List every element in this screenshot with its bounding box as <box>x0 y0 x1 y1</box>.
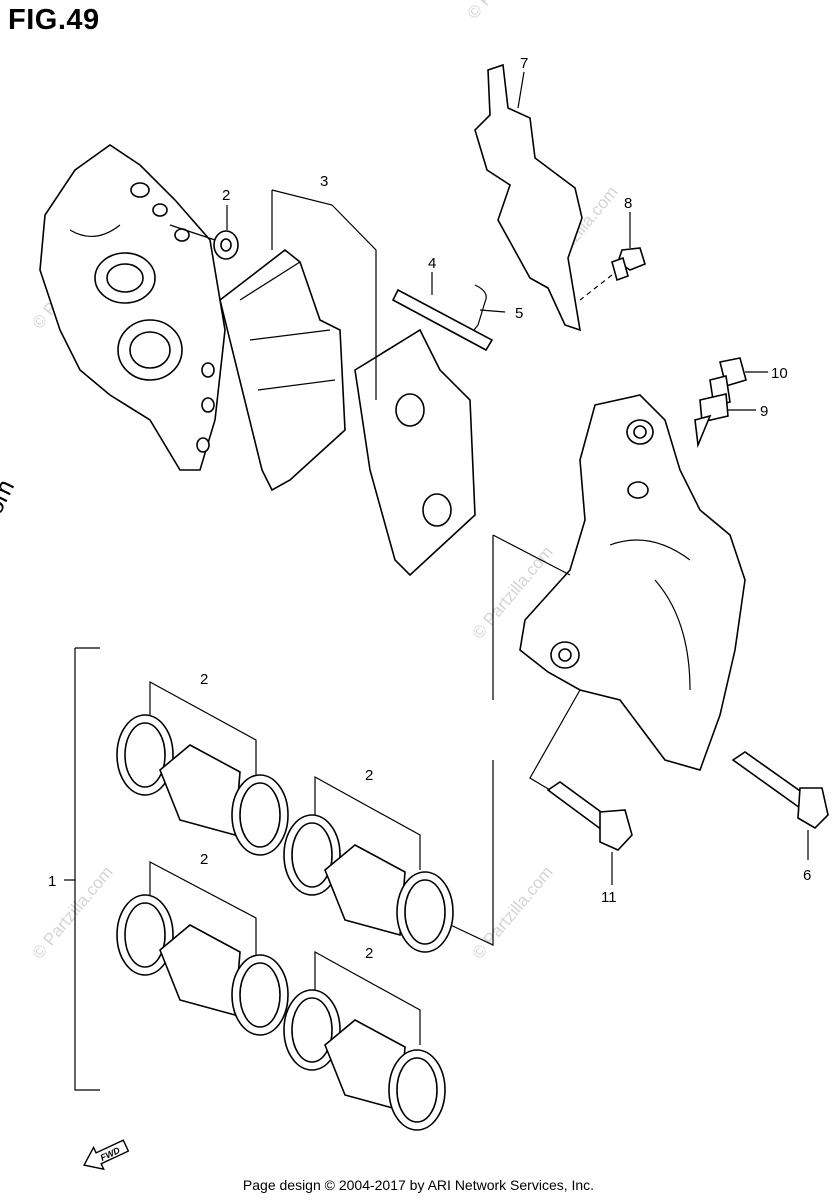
callout-2-set-1: 2 <box>200 671 208 688</box>
watermark-6: © Partzilla.com <box>464 0 552 23</box>
figure-title: FIG.49 <box>8 4 100 36</box>
piston-seal-set-2 <box>283 775 454 953</box>
callout-11: 11 <box>601 889 617 906</box>
seal-washer-small <box>213 230 239 260</box>
piston-seal-set-4 <box>283 950 446 1131</box>
pad-pin <box>391 288 494 352</box>
pin-clip <box>473 284 487 331</box>
callout-6: 6 <box>803 867 811 884</box>
caliper-bolt-short <box>546 781 633 851</box>
callout-1: 1 <box>48 873 56 890</box>
callout-4: 4 <box>428 255 436 272</box>
fwd-direction-badge: FWD <box>83 1139 130 1171</box>
callout-9: 9 <box>760 403 768 420</box>
page-footer: Page design © 2004-2017 by ARI Network S… <box>242 1177 595 1193</box>
callout-10: 10 <box>771 365 788 382</box>
brake-pad-rear <box>354 328 476 577</box>
small-bolt <box>611 247 646 282</box>
callout-5: 5 <box>515 305 523 322</box>
piston-seal-set-3 <box>116 861 289 1036</box>
piston-seal-set-1 <box>116 680 289 856</box>
caliper-half-right <box>519 394 746 771</box>
callout-8: 8 <box>624 195 632 212</box>
callout-7: 7 <box>520 55 528 72</box>
caliper-bolt-long <box>731 751 829 830</box>
callout-2-set-2: 2 <box>365 767 373 784</box>
pad-spring-bracket <box>474 63 583 332</box>
callout-3: 3 <box>320 173 328 190</box>
caliper-half-left <box>39 144 226 471</box>
watermark-4: © Partzilla.com <box>29 863 117 963</box>
brake-pad-front <box>219 248 346 492</box>
callout-2-set-3: 2 <box>200 851 208 868</box>
callout-2-washer: 2 <box>222 187 230 204</box>
watermark-5: © Partzilla.com <box>469 863 557 963</box>
bleeder-valve <box>694 375 731 449</box>
callout-2-set-4: 2 <box>365 945 373 962</box>
